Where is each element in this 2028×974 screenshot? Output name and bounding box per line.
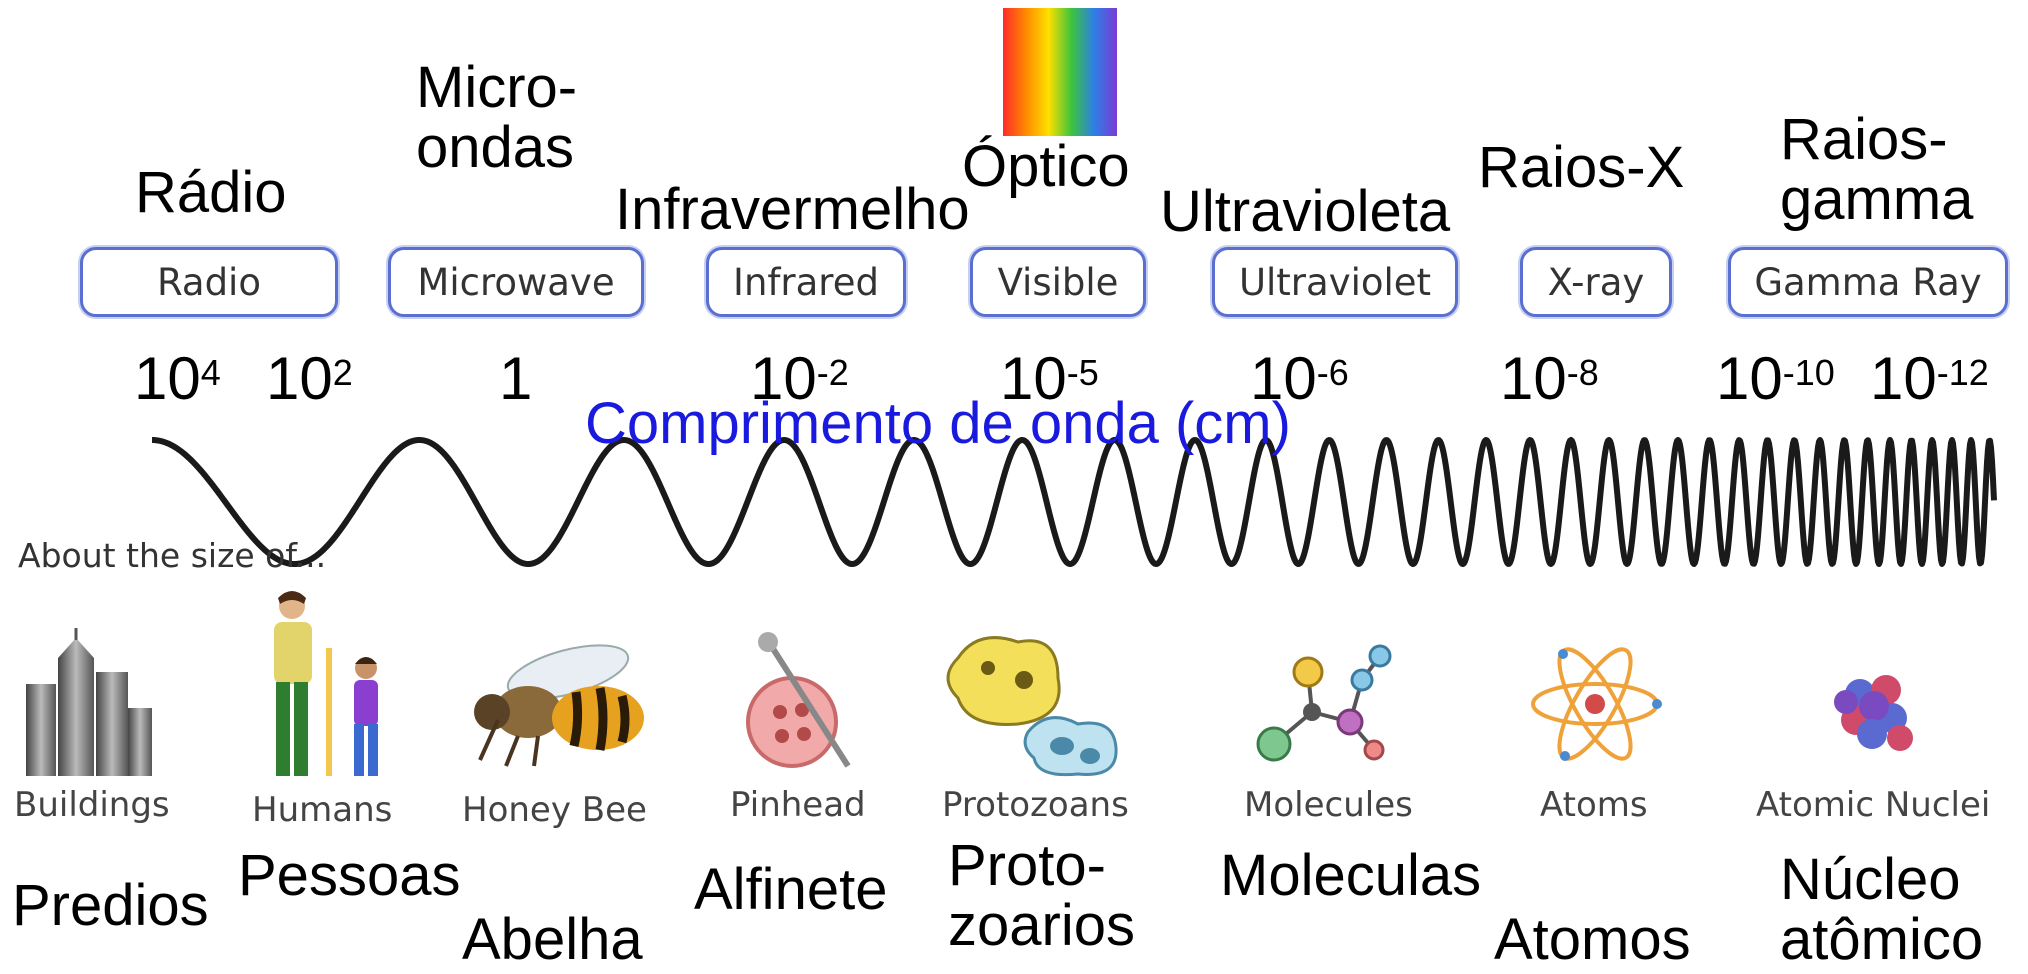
pill-xray: X-ray: [1520, 247, 1672, 317]
band-label-infrared: Infravermelho: [615, 177, 970, 242]
pill-radio: Radio: [80, 247, 338, 317]
object-caption-en: Atomic Nuclei: [1756, 785, 1991, 825]
object-label-pt: Pessoas: [238, 843, 461, 908]
object-label-pt: Predios: [12, 873, 209, 938]
wavelength-value: 10-10: [1716, 345, 1835, 412]
wavelength-value: 10-6: [1250, 345, 1349, 412]
object-caption-en: Honey Bee: [462, 790, 647, 830]
band-label-radio: Rádio: [135, 160, 287, 225]
object-label-pt: Atomos: [1494, 907, 1691, 972]
wave-curve: [150, 437, 1997, 567]
nucleus-icon: [1834, 675, 1913, 751]
object-caption-en: Buildings: [14, 785, 170, 825]
object-label-pt: Moleculas: [1220, 843, 1482, 908]
band-label-ultraviolet: Ultravioleta: [1160, 179, 1451, 244]
bee-icon: [474, 644, 644, 767]
atom-icon: [1531, 647, 1662, 761]
wavelength-value: 1: [499, 345, 533, 412]
object-label-pt: Núcleo atômico: [1780, 847, 1984, 972]
pill-infrared: Infrared: [706, 247, 906, 317]
object-label-pt: Proto- zoarios: [948, 833, 1135, 958]
object-label-pt: Alfinete: [694, 857, 888, 922]
wavelength-value: 102: [266, 345, 353, 412]
pill-microwave: Microwave: [388, 247, 644, 317]
object-caption-en: Molecules: [1244, 785, 1413, 825]
band-label-xray: Raios-X: [1478, 135, 1685, 200]
pill-ultraviolet: Ultraviolet: [1212, 247, 1458, 317]
object-caption-en: Humans: [252, 790, 393, 830]
wavelength-value: 104: [134, 345, 221, 412]
band-label-microwave: Micro- ondas: [416, 55, 578, 180]
pill-gamma: Gamma Ray: [1728, 247, 2008, 317]
band-label-gamma: Raios- gamma: [1780, 107, 1974, 232]
wavelength-value: 10-2: [750, 345, 849, 412]
pinhead-icon: [746, 632, 851, 768]
object-label-pt: Abelha: [462, 907, 643, 972]
molecule-icon: [1256, 644, 1392, 762]
buildings-icon: [26, 628, 152, 776]
wavelength-value: 10-8: [1500, 345, 1599, 412]
object-caption-en: Atoms: [1540, 785, 1648, 825]
object-caption-en: Pinhead: [730, 785, 866, 825]
size-heading: About the size of...: [18, 536, 327, 575]
axis-label: Comprimento de onda (cm): [585, 391, 1291, 456]
protozoa-icon: [946, 636, 1118, 777]
object-caption-en: Protozoans: [942, 785, 1129, 825]
wavelength-value: 10-12: [1870, 345, 1989, 412]
visible-spectrum-swatch: [1003, 8, 1117, 136]
pill-visible: Visible: [970, 247, 1146, 317]
wavelength-value: 10-5: [1000, 345, 1099, 412]
humans-icon: [274, 591, 378, 776]
band-label-visible: Óptico: [962, 134, 1130, 199]
